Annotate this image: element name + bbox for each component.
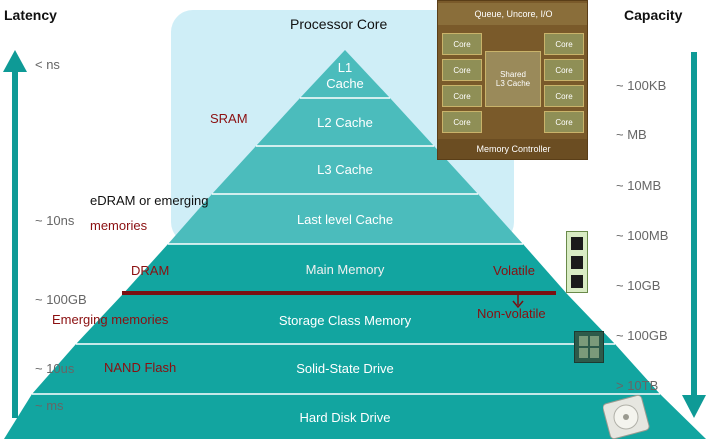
level-ssd [32, 344, 660, 394]
processor-core-label: Processor Core [290, 16, 388, 32]
chip-core: Core [544, 111, 584, 133]
chip-memory-controller: Memory Controller [438, 139, 587, 159]
level-main-memory-label: Main Memory [305, 262, 385, 277]
level-hdd-label: Hard Disk Drive [299, 410, 391, 425]
latency-arrow-head [3, 50, 27, 72]
level-dividers [32, 97, 660, 395]
capacity-label: ~ MB [616, 127, 647, 142]
chip-core: Core [544, 59, 584, 81]
capacity-label: ~ 100GB [616, 328, 668, 343]
capacity-label: ~ 10MB [616, 178, 662, 193]
level-l2-label: L2 Cache [317, 115, 373, 130]
chip-core: Core [442, 33, 482, 55]
chip-uncore-band: Queue, Uncore, I/O [438, 3, 587, 25]
capacity-label: ~ 100KB [616, 78, 667, 93]
level-scm-label: Storage Class Memory [278, 313, 412, 328]
level-l3 [212, 146, 478, 194]
level-scm [76, 295, 615, 344]
chip-core: Core [442, 111, 482, 133]
latency-label: ~ ms [35, 398, 64, 413]
level-hdd [4, 394, 706, 439]
latency-label: ~ 10us [35, 361, 75, 376]
tech-label-nand: NAND Flash [104, 360, 177, 375]
chip-core: Core [544, 33, 584, 55]
tech-label-emerging: Emerging memories [52, 312, 169, 327]
latency-label: ~ 100GB [35, 292, 87, 307]
capacity-arrow-head [682, 395, 706, 418]
volatile-arrow-head [512, 300, 524, 309]
capacity-header: Capacity [624, 7, 683, 23]
latency-label: ~ 10ns [35, 213, 75, 228]
scm-chip-icon [574, 331, 604, 363]
processor-die-image: Queue, Uncore, I/O Core Core Core Core C… [437, 0, 588, 160]
level-l3-label: L3 Cache [317, 162, 373, 177]
level-llc-label: Last level Cache [296, 212, 394, 227]
volatile-label: Volatile [493, 263, 535, 278]
chip-core: Core [544, 85, 584, 107]
level-l2 [256, 98, 434, 146]
dram-module-icon [566, 231, 588, 293]
level-ssd-label: Solid-State Drive [296, 361, 394, 376]
level-l1-label: L1 Cache [326, 60, 364, 91]
chip-shared-cache: Shared L3 Cache [485, 51, 541, 107]
level-l1 [300, 50, 390, 98]
level-main-memory [122, 244, 568, 295]
tech-label-sram: SRAM [210, 111, 248, 126]
hard-disk-icon [603, 394, 650, 439]
level-llc [168, 194, 523, 244]
capacity-label: ~ 10GB [616, 278, 661, 293]
chip-core: Core [442, 59, 482, 81]
tech-label-dram: DRAM [131, 263, 170, 278]
tech-label-edram-memories: memories [90, 218, 148, 233]
capacity-label: > 10TB [616, 378, 659, 393]
chip-core: Core [442, 85, 482, 107]
tech-label-edram: eDRAM or emerging [90, 193, 209, 208]
capacity-label: ~ 100MB [616, 228, 669, 243]
latency-label: < ns [35, 57, 60, 72]
latency-header: Latency [4, 7, 57, 23]
nonvolatile-label: Non-volatile [477, 306, 546, 321]
